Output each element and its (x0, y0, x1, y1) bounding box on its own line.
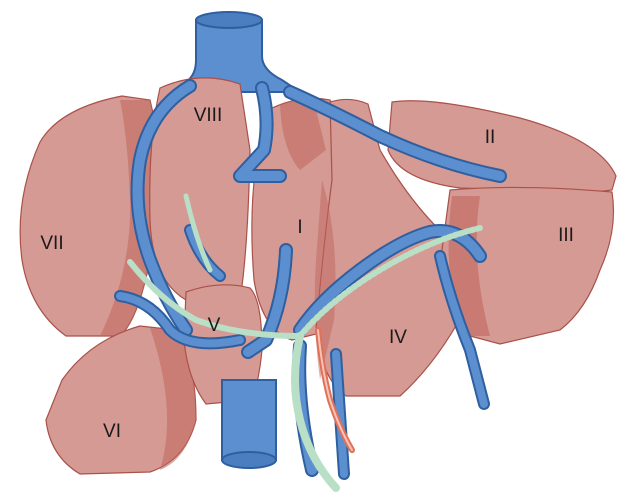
segment-ii-label: II (485, 127, 496, 148)
segment-i-label: I (297, 217, 302, 238)
inferior-vena-cava-lower (222, 380, 276, 468)
segment-vi-label: VI (103, 421, 121, 442)
segment-iii-label: III (558, 225, 574, 246)
segment-vii-label: VII (40, 233, 63, 254)
segment-v-label: V (208, 315, 221, 336)
segment-viii-label: VIII (194, 105, 223, 126)
segment-iv-label: IV (389, 327, 407, 348)
